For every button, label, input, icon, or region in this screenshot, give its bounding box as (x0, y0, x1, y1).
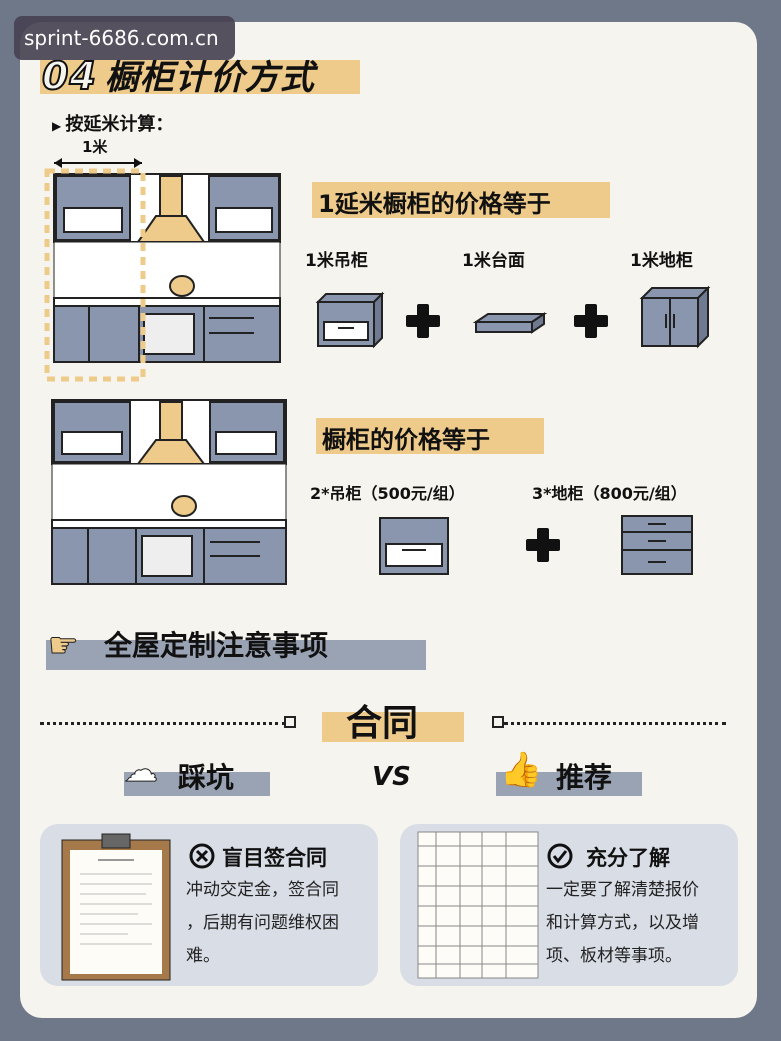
item-wall-cabinet-label: 1米吊柜 (305, 251, 368, 271)
panel-recommend-line: 一定要了解清楚报价 (546, 880, 699, 900)
panel-recommend-line: 和计算方式，以及增 (546, 913, 699, 933)
item-base-cabinet-label: 1米地柜 (630, 251, 693, 271)
divider-left-square (284, 716, 296, 728)
vs-label: VS (372, 762, 411, 792)
divider-left (40, 722, 286, 725)
wall-cabinet-icon (315, 291, 385, 349)
panel-pitfall-line: 难。 (186, 946, 220, 966)
base-cabinet-icon (639, 285, 711, 349)
contract-label: 合同 (346, 703, 419, 744)
base-cabinet-drawers-icon (621, 515, 693, 575)
pitfall-label: 踩坑 (178, 761, 235, 794)
section3-heading: 全屋定制注意事项 (104, 629, 329, 662)
quote-sheet-image (417, 831, 539, 979)
countertop-icon (472, 312, 548, 334)
divider-right (504, 722, 726, 725)
pitfall-highlight (124, 772, 270, 796)
title-highlight (40, 60, 360, 94)
title-number: 04 (41, 53, 97, 99)
panel-pitfall-body: 冲动交定金，签合同 ，后期有问题维权困 难。 (186, 874, 339, 973)
plus-icon (526, 528, 560, 562)
section1-heading: 1延米橱柜的价格等于 (318, 190, 551, 218)
pointing-hand-icon: ☛ (47, 626, 79, 667)
panel-pitfall-line: ，后期有问题维权困 (186, 913, 339, 933)
cross-circle-icon (189, 843, 215, 869)
recommend-label: 推荐 (556, 761, 613, 794)
watermark: sprint-6686.com.cn (14, 16, 235, 60)
recommend-highlight (496, 772, 642, 796)
contract-highlight (322, 712, 464, 742)
subtitle: ▶ 按延米计算： (52, 110, 173, 136)
section3-highlight (46, 640, 426, 670)
thumbs-up-icon: 👍 (499, 750, 543, 791)
section2-highlight (316, 418, 544, 454)
triangle-bullet-icon: ▶ (52, 119, 66, 133)
formula-right: 3*地柜（800元/组） (532, 484, 687, 503)
kitchen-illustration-2 (51, 399, 287, 585)
panel-recommend-title: 充分了解 (586, 846, 670, 870)
wall-cabinet-front-icon (379, 517, 449, 575)
panel-recommend-body: 一定要了解清楚报价 和计算方式，以及增 项、板材等事项。 (546, 874, 699, 973)
cloud-puff-icon: ☁ (124, 750, 159, 791)
section2-heading: 橱柜的价格等于 (322, 426, 490, 454)
divider-right-square (492, 716, 504, 728)
section1-highlight (312, 182, 610, 218)
plus-icon (406, 304, 440, 338)
subtitle-text: 按延米计算： (65, 114, 174, 135)
kitchen-illustration-1 (44, 168, 281, 382)
plus-icon (574, 304, 608, 338)
panel-pitfall-title: 盲目签合同 (222, 846, 327, 870)
measure-label: 1米 (82, 138, 108, 156)
measure-arrow (54, 158, 142, 168)
title-text: 橱柜计价方式 (104, 58, 315, 98)
formula-left: 2*吊柜（500元/组） (310, 484, 465, 503)
check-circle-icon (547, 843, 573, 869)
panel-recommend-line: 项、板材等事项。 (546, 946, 682, 966)
contract-clipboard-image (61, 833, 171, 981)
item-countertop-label: 1米台面 (462, 251, 525, 271)
panel-pitfall-line: 冲动交定金，签合同 (186, 880, 339, 900)
